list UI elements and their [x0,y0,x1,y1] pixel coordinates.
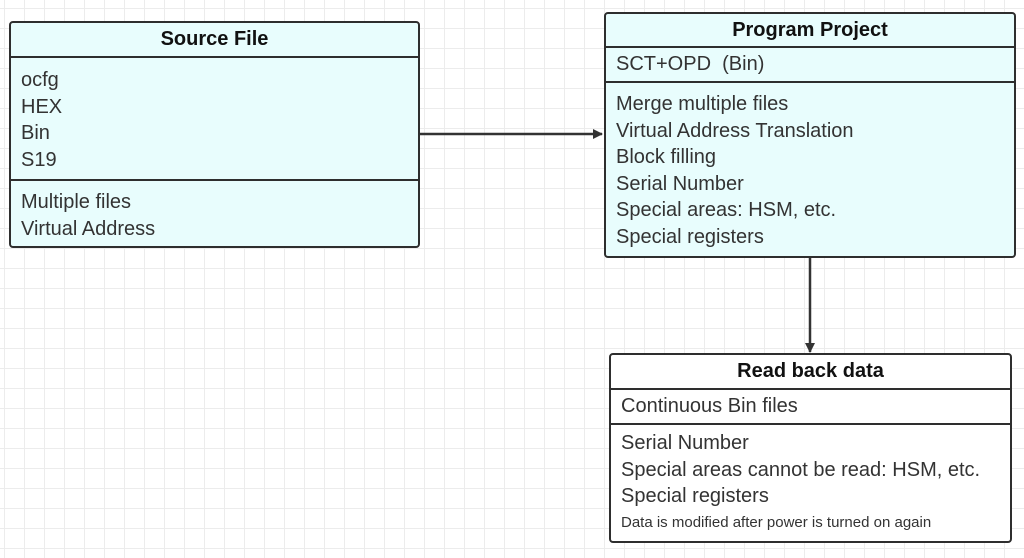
read-back-notes: Serial Number Special areas cannot be re… [611,425,1010,536]
note-item: Special registers [621,485,769,507]
program-project-features: Merge multiple files Virtual Address Tra… [606,83,1014,250]
read-back-output: Continuous Bin files [611,390,1010,425]
note-item: Serial Number [621,432,749,454]
output-item: Continuous Bin files [621,395,798,417]
note-item: Special areas cannot be read: HSM, etc. [621,458,981,481]
footnote: Data is modified after power is turned o… [621,513,932,531]
feature-item: Virtual Address [21,217,156,240]
feature-item: Block filling [616,146,717,168]
format-item: ocfg [21,69,59,91]
program-project-node[interactable]: Program Project SCT+OPD (Bin) Merge mult… [604,12,1016,258]
feature-item: Special areas: HSM, etc. [616,199,837,221]
source-file-formats: ocfg HEX Bin S19 [11,58,418,181]
output-item: SCT+OPD (Bin) [616,53,765,75]
read-back-node[interactable]: Read back data Continuous Bin files Seri… [609,353,1012,543]
feature-item: Special registers [616,225,764,248]
feature-item: Merge multiple files [616,93,789,115]
source-file-node[interactable]: Source File ocfg HEX Bin S19 Multiple fi… [9,21,420,248]
read-back-title: Read back data [611,355,1010,390]
program-project-output: SCT+OPD (Bin) [606,48,1014,83]
format-item: HEX [21,95,63,118]
feature-item: Multiple files [21,191,132,213]
source-file-title: Source File [11,23,418,58]
program-project-title: Program Project [606,14,1014,48]
format-item: S19 [21,148,57,171]
format-item: Bin [21,122,50,144]
feature-item: Virtual Address Translation [616,119,854,142]
feature-item: Serial Number [616,172,744,195]
source-file-features: Multiple files Virtual Address [11,181,418,242]
